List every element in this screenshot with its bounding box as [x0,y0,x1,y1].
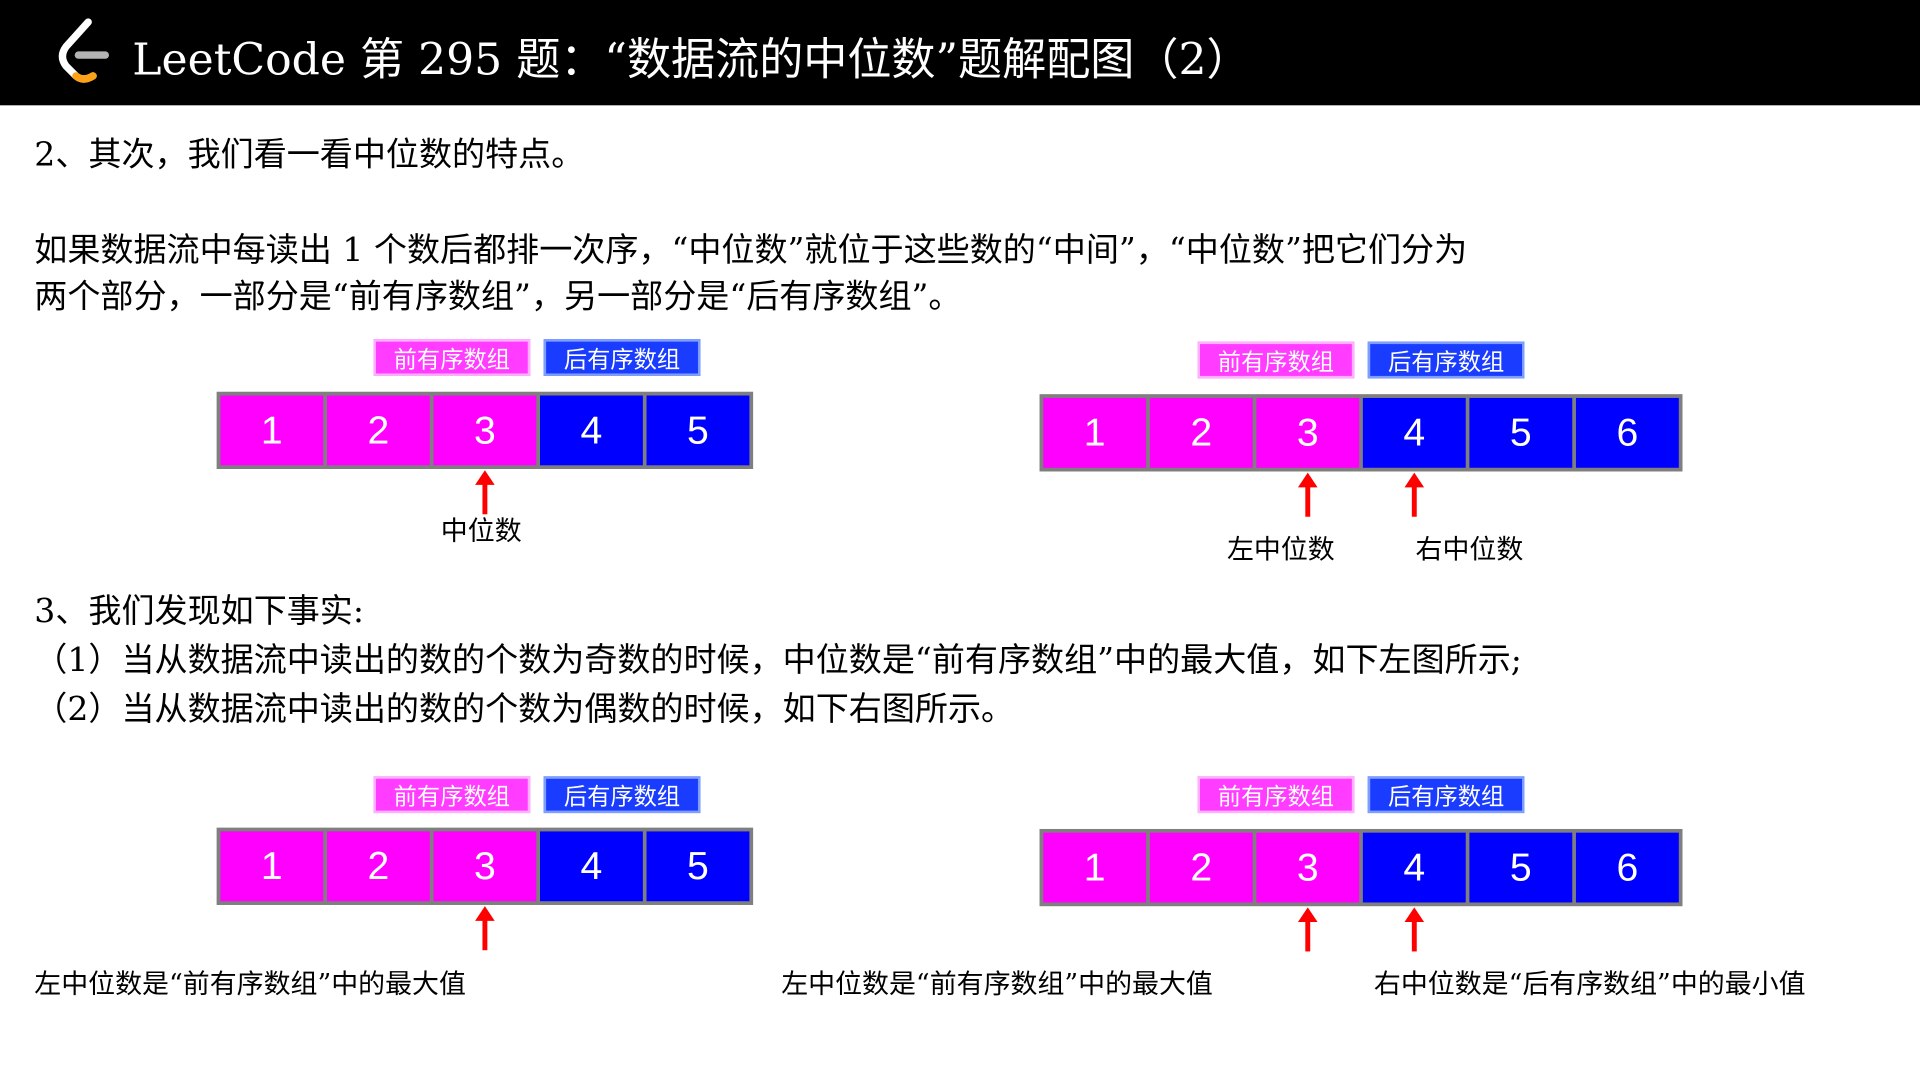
red-up-arrow-icon [475,906,495,951]
front-array-cell: 2 [1149,397,1253,468]
caption: 右中位数 [1415,535,1524,566]
front-array-cell: 2 [1149,832,1253,903]
red-up-arrow-icon [1404,472,1425,517]
back-array-cell: 6 [1575,397,1679,468]
back-array-cell: 5 [1469,397,1573,468]
back-array-label: 后有序数组 [1367,776,1525,814]
fact-2-text: （2）当从数据流中读出的数的个数为偶数的时候，如下右图所示。 [34,690,1015,729]
caption: 左中位数 [1226,535,1335,566]
front-array-cell: 3 [433,831,537,902]
front-array-cell: 3 [433,395,537,466]
front-array-cell: 2 [326,831,430,902]
caption: 中位数 [440,516,522,548]
paragraph-line-1: 如果数据流中每读出 1 个数后都排一次序，“中位数”就位于这些数的“中间”，“中… [34,231,1468,270]
front-array-label: 前有序数组 [373,339,531,376]
leetcode-logo-icon [58,18,109,83]
back-array-label: 后有序数组 [543,776,701,814]
red-up-arrow-icon [1297,472,1318,517]
front-array-label: 前有序数组 [1197,776,1355,814]
fact-1-text: （1）当从数据流中读出的数的个数为奇数的时候，中位数是“前有序数组”中的最大值，… [34,641,1522,680]
red-up-arrow-icon [1404,907,1425,952]
front-array-cell: 2 [326,395,430,466]
front-array-cell: 1 [220,831,324,902]
paragraph-line-2: 两个部分，一部分是“前有序数组”，另一部分是“后有序数组”。 [34,277,962,316]
front-array-cell: 3 [1256,397,1360,468]
page-title: LeetCode 第 295 题：“数据流的中位数”题解配图（2） [132,35,1251,86]
back-array-label: 后有序数组 [1367,341,1525,379]
front-array-cell: 3 [1256,832,1360,903]
caption: 左中位数是“前有序数组”中的最大值 [781,969,1213,1001]
red-up-arrow-icon [475,470,495,515]
front-array-cell: 1 [1043,397,1147,468]
back-array-cell: 5 [646,395,750,466]
back-array-cell: 4 [540,831,643,902]
point-3-text: 3、我们发现如下事实: [34,592,365,631]
front-array-cell: 1 [220,395,324,466]
red-up-arrow-icon [1297,907,1318,952]
header-bar: LeetCode 第 295 题：“数据流的中位数”题解配图（2） [0,0,1920,106]
back-array-cell: 5 [646,831,750,902]
back-array-cell: 5 [1469,832,1573,903]
back-array-cell: 6 [1575,832,1679,903]
back-array-cell: 4 [1362,832,1466,903]
front-array-label: 前有序数组 [1197,341,1355,379]
front-array-label: 前有序数组 [373,776,531,814]
caption: 右中位数是“后有序数组”中的最小值 [1373,969,1806,1001]
back-array-cell: 4 [1362,397,1466,468]
point-2-text: 2、其次，我们看一看中位数的特点。 [34,135,585,174]
back-array-label: 后有序数组 [543,339,701,376]
caption: 左中位数是“前有序数组”中的最大值 [34,969,466,1001]
back-array-cell: 4 [540,395,643,466]
front-array-cell: 1 [1043,832,1147,903]
